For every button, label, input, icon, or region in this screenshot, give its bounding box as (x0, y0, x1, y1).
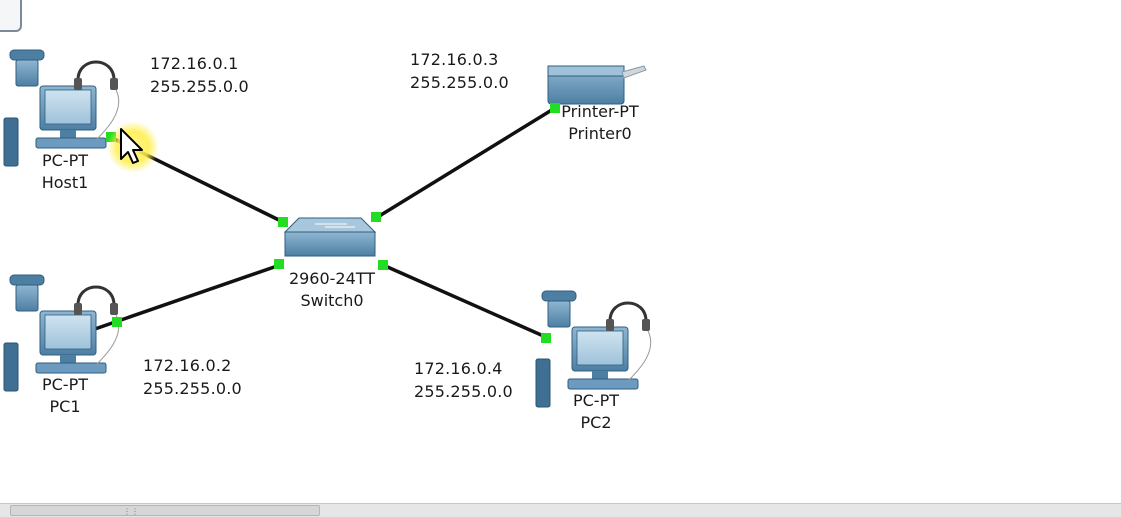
mouse-pointer-icon (120, 128, 143, 164)
port-status-led (550, 103, 560, 113)
device-model: Printer-PT (561, 102, 639, 121)
pc2-ip-config: 172.16.0.4 255.255.0.0 (414, 357, 513, 403)
printer0-ip-config: 172.16.0.3 255.255.0.0 (410, 48, 509, 94)
pc2-device-label[interactable]: PC-PT PC2 (560, 390, 632, 434)
ip-address: 172.16.0.3 (410, 50, 499, 69)
link-printer0-switch0[interactable] (375, 106, 556, 220)
pc1-ip-config: 172.16.0.2 255.255.0.0 (143, 354, 242, 400)
device-model: PC-PT (41, 151, 88, 170)
port-status-led (378, 260, 388, 270)
device-name: Host1 (41, 173, 89, 192)
device-name: PC2 (580, 413, 612, 432)
printer-icon[interactable] (547, 65, 647, 105)
device-name: Printer0 (568, 124, 632, 143)
host1-device-label[interactable]: PC-PT Host1 (30, 150, 100, 194)
subnet-mask: 255.255.0.0 (410, 73, 509, 92)
port-status-led (274, 259, 284, 269)
ip-address: 172.16.0.1 (150, 54, 239, 73)
pc-icon[interactable] (2, 48, 121, 168)
port-status-led (371, 212, 381, 222)
ip-address: 172.16.0.2 (143, 356, 232, 375)
device-model: PC-PT (41, 375, 88, 394)
horizontal-scrollbar-thumb[interactable]: ⋮⋮ (10, 505, 320, 516)
device-model: PC-PT (572, 391, 619, 410)
panel-corner-tab[interactable] (0, 0, 22, 32)
link-pc1-switch0[interactable] (91, 263, 281, 332)
printer0-device-label[interactable]: Printer-PT Printer0 (548, 101, 652, 145)
scroll-grip-icon: ⋮⋮ (123, 507, 139, 516)
link-pc2-switch0[interactable] (382, 263, 549, 340)
subnet-mask: 255.255.0.0 (143, 379, 242, 398)
device-name: Switch0 (300, 291, 364, 310)
switch0-device-label[interactable]: 2960-24TT Switch0 (276, 268, 388, 312)
host1-ip-config: 172.16.0.1 255.255.0.0 (150, 52, 249, 98)
pc1-device-label[interactable]: PC-PT PC1 (30, 374, 100, 418)
switch-icon[interactable] (283, 217, 377, 257)
port-status-led (278, 217, 288, 227)
device-model: 2960-24TT (288, 269, 376, 288)
ip-address: 172.16.0.4 (414, 359, 503, 378)
device-name: PC1 (49, 397, 81, 416)
port-status-led (112, 317, 122, 327)
subnet-mask: 255.255.0.0 (414, 382, 513, 401)
port-status-led (541, 333, 551, 343)
subnet-mask: 255.255.0.0 (150, 77, 249, 96)
